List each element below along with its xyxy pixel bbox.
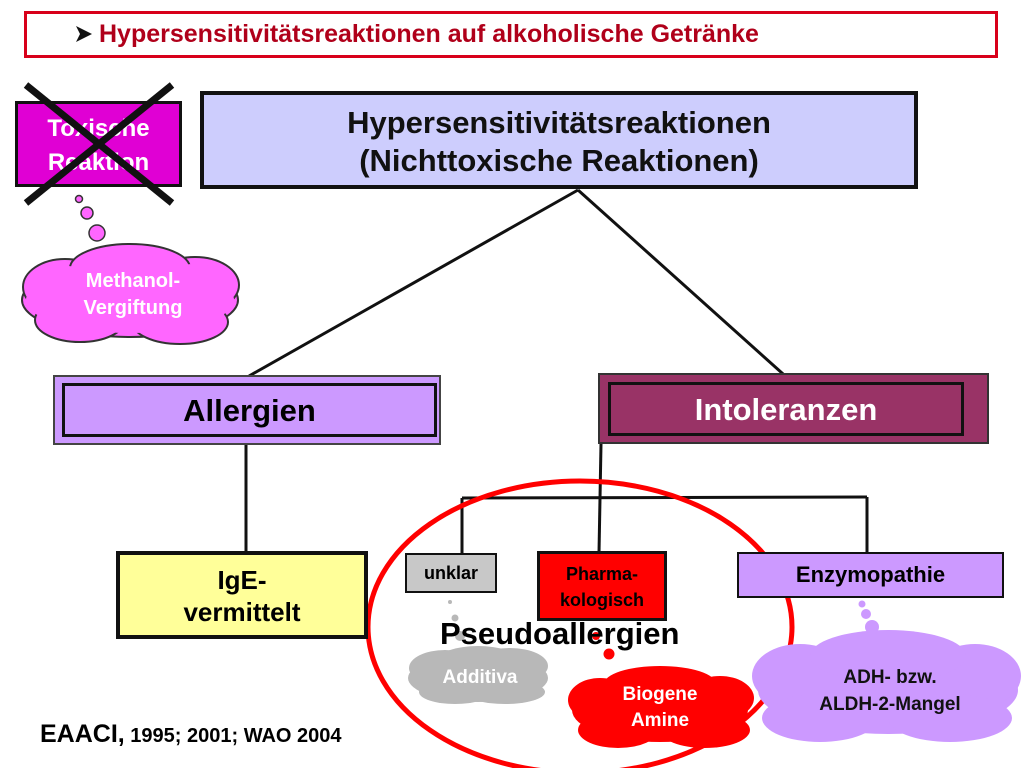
adh-line2: ALDH-2-Mangel [819, 694, 961, 715]
methanol-line2: Vergiftung [83, 297, 183, 319]
adh-thought-dots [858, 600, 879, 634]
additiva-thought-dots [448, 600, 465, 641]
intoleranzen-box: Intoleranzen [608, 382, 964, 436]
biogene-amine-label: Biogene Amine [595, 682, 725, 738]
enzymopathie-box: Enzymopathie [737, 552, 1004, 598]
hypersensitivity-box: Hypersensitivitätsreaktionen (Nichttoxis… [200, 91, 918, 189]
main-line1: Hypersensitivitätsreaktionen [347, 105, 771, 140]
methanol-thought-dots [74, 194, 106, 242]
allergien-box: Allergien [62, 383, 437, 437]
ige-line1: IgE- [217, 565, 267, 595]
cross-out-icon [23, 82, 175, 206]
unklar-box: unklar [405, 553, 497, 593]
biogene-thought-dots [592, 632, 615, 660]
biogene-line2: Amine [630, 710, 690, 731]
methanol-line1: Methanol- [85, 270, 181, 292]
additiva-label: Additiva [442, 667, 518, 688]
arrow-bullet-icon [76, 26, 92, 42]
additiva-cloud [408, 646, 548, 704]
methanol-label: Methanol- Vergiftung [58, 268, 208, 328]
biogene-cloud [568, 666, 754, 748]
reference-rest: 1995; 2001; WAO 2004 [124, 725, 342, 747]
main-line2: (Nichttoxische Reaktionen) [359, 143, 759, 178]
title-bar: Hypersensitivitätsreaktionen auf alkohol… [24, 11, 998, 58]
pseudo-ellipse [365, 478, 795, 768]
connector-lines [244, 188, 869, 554]
adh-line1: ADH- bzw. [843, 667, 937, 688]
pharma-line1: Pharma- [565, 564, 639, 584]
page-title: Hypersensitivitätsreaktionen auf alkohol… [99, 20, 759, 48]
adh-mangel-label: ADH- bzw. ALDH-2-Mangel [785, 664, 995, 720]
reference-main: EAACI, [40, 720, 125, 748]
biogene-line1: Biogene [622, 684, 698, 705]
reference-citation: EAACI, 1995; 2001; WAO 2004 [40, 716, 440, 752]
pharmakologisch-box: Pharma- kologisch [537, 551, 667, 621]
ige-box: IgE- vermittelt [116, 551, 368, 639]
ige-line2: vermittelt [183, 597, 301, 627]
pseudoallergien-label: Pseudoallergien [440, 616, 680, 651]
pharma-line2: kologisch [559, 590, 644, 610]
adh-cloud [752, 630, 1021, 742]
